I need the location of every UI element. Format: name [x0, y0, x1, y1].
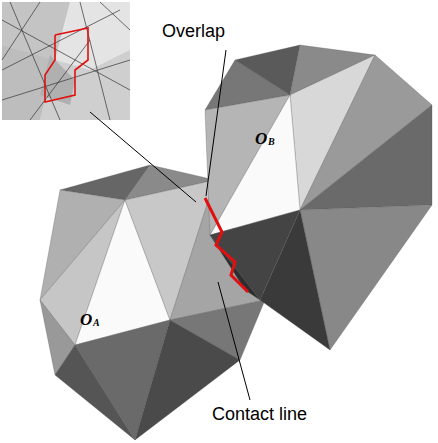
inset-view [2, 2, 130, 120]
contact-line [205, 198, 248, 292]
callout-label: Overlap [162, 22, 225, 40]
polyhedron-b [205, 45, 432, 350]
center-symbol: O [80, 311, 92, 328]
center-symbol: O [255, 130, 267, 147]
symbol-superscript: A [93, 318, 100, 328]
callout-label: Contact line [212, 405, 307, 423]
leader-lines [90, 50, 250, 400]
symbol-superscript: B [268, 137, 275, 147]
